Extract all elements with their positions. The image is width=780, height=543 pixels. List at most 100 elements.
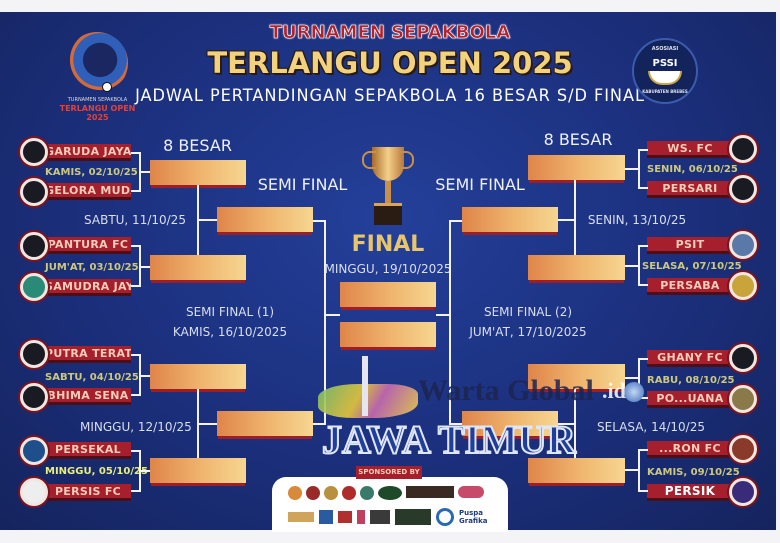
watermark-suffix: .id	[602, 378, 626, 403]
qf-date: MINGGU, 12/10/25	[80, 420, 192, 434]
team-samudra-jaya: SAMUDRA JAYA	[45, 279, 131, 296]
match-date: MINGGU, 05/10/25	[45, 466, 148, 477]
bracket-connector	[140, 171, 150, 173]
sf-slot	[462, 207, 558, 232]
qf-slot	[150, 458, 246, 483]
sponsor-logo-icon	[342, 486, 356, 500]
psit-logo-icon	[729, 231, 757, 259]
sponsor-logo-icon	[357, 510, 365, 524]
semi-final-2-date: JUM'AT, 17/10/2025	[469, 325, 587, 339]
sponsor-logo-icon	[324, 486, 338, 500]
persekal-logo-icon	[20, 437, 48, 465]
match-date: SABTU, 04/10/25	[45, 372, 139, 383]
bracket-connector	[574, 180, 576, 255]
qf-slot	[150, 255, 246, 280]
pssi-logo-center: PSSI	[652, 58, 678, 69]
bracket-connector	[436, 314, 450, 316]
bracket-connector	[638, 149, 648, 189]
sf-slot	[217, 207, 313, 232]
team-persari: PERSARI	[647, 181, 733, 198]
team-gelora-muda: GELORA MUDA	[45, 183, 131, 200]
logo-title: TERLANGU OPEN 2025	[59, 104, 136, 122]
qf-date: SENIN, 13/10/25	[587, 213, 687, 227]
final-slot	[340, 282, 436, 307]
team-psit: PSIT	[647, 237, 733, 254]
qf-slot	[150, 160, 246, 185]
final-slot	[340, 322, 436, 347]
team-persaba: PERSABA	[647, 278, 733, 295]
match-date: SENIN, 06/10/25	[647, 164, 738, 175]
tournament-logo: TURNAMEN SEPAKBOLA TERLANGU OPEN 2025	[60, 32, 135, 122]
left-semi-label: SEMI FINAL	[257, 175, 348, 194]
bracket-connector	[574, 389, 576, 458]
kicker-title: TURNAMEN SEPAKBOLA	[269, 22, 511, 44]
persis-fc-logo-icon	[20, 478, 48, 506]
semi-final-2-title: SEMI FINAL (2)	[483, 305, 573, 319]
bracket-connector	[638, 245, 648, 286]
wreath-icon	[648, 71, 682, 85]
qf-date: SELASA, 14/10/25	[597, 420, 705, 434]
team-persis-fc: PERSIS FC	[45, 484, 131, 501]
pssi-logo: ASOSIASI PSSI KABUPATEN BREBES	[632, 38, 698, 104]
qf-slot	[528, 255, 625, 280]
sponsor-logo-icon	[395, 509, 431, 525]
qf-slot	[528, 364, 625, 389]
player-emblem-icon	[66, 32, 128, 94]
team-bhima-sena: BHIMA SENA	[45, 388, 131, 405]
final-date: MINGGU, 19/10/2025	[324, 262, 452, 276]
sf-slot	[462, 411, 558, 436]
semi-final-1-date: KAMIS, 16/10/2025	[172, 325, 288, 339]
sponsor-logo-icon	[458, 486, 484, 498]
samudra-jaya-logo-icon	[20, 273, 48, 301]
trophy-icon	[360, 145, 416, 229]
bracket-connector	[449, 220, 462, 425]
team-pantura-fc: PANTURA FC	[45, 237, 131, 254]
team-ws-fc: WS. FC	[647, 141, 733, 158]
bracket-connector	[140, 375, 150, 377]
bracket-connector	[197, 423, 217, 425]
team-persik: PERSIK	[647, 484, 733, 501]
bracket-connector	[625, 265, 639, 267]
persari-logo-icon	[729, 175, 757, 203]
watermark-region: JAWA TIMUR	[321, 417, 577, 463]
logo-caption: TURNAMEN SEPAKBOLA	[67, 97, 128, 103]
team-logo-icon	[729, 435, 757, 463]
bracket-connector	[625, 168, 639, 170]
bracket-connector	[625, 469, 639, 471]
bracket-connector	[140, 470, 150, 472]
sponsor-logo-icon	[319, 510, 333, 524]
bracket-connector	[558, 219, 575, 221]
ws-fc-logo-icon	[729, 135, 757, 163]
bracket-connector	[325, 314, 340, 316]
sponsor-logo-icon	[288, 486, 302, 500]
subtitle: JADWAL PERTANDINGAN SEPAKBOLA 16 BESAR S…	[135, 86, 645, 106]
qf-date: SABTU, 11/10/25	[84, 213, 186, 227]
sponsor-logo-icon	[306, 486, 320, 500]
team-logo-icon	[729, 385, 757, 413]
east-java-map-icon	[318, 384, 418, 418]
right-round-label: 8 BESAR	[543, 130, 613, 149]
qf-slot	[528, 155, 625, 180]
gelora-muda-logo-icon	[20, 178, 48, 206]
team-ghany-fc: GHANY FC	[647, 350, 733, 367]
globe-icon	[624, 382, 644, 402]
match-date: JUM'AT, 03/10/25	[45, 262, 139, 273]
putra-teratai-logo-icon	[20, 340, 48, 368]
qf-slot	[528, 458, 625, 483]
team-garuda-jaya: GARUDA JAYA	[45, 144, 131, 161]
watermark-title: Warta Global	[418, 374, 594, 407]
team-persekal: PERSEKAL	[45, 442, 131, 459]
sponsor-logos-row: Puspa Grafika	[288, 508, 491, 526]
garuda-jaya-logo-icon	[20, 138, 48, 166]
bracket-connector	[638, 449, 648, 492]
sponsor-logos-row	[288, 486, 484, 500]
soccer-ball-icon	[102, 82, 112, 92]
final-label: FINAL	[351, 232, 425, 257]
right-semi-label: SEMI FINAL	[435, 175, 525, 194]
bhima-sena-logo-icon	[20, 383, 48, 411]
bracket-connector	[140, 266, 150, 268]
match-date: RABU, 08/10/25	[647, 375, 735, 386]
main-title: TERLANGU OPEN 2025	[207, 46, 573, 80]
bracket-connector	[313, 220, 326, 425]
team-obscured-1: PO...UANA	[647, 391, 733, 408]
